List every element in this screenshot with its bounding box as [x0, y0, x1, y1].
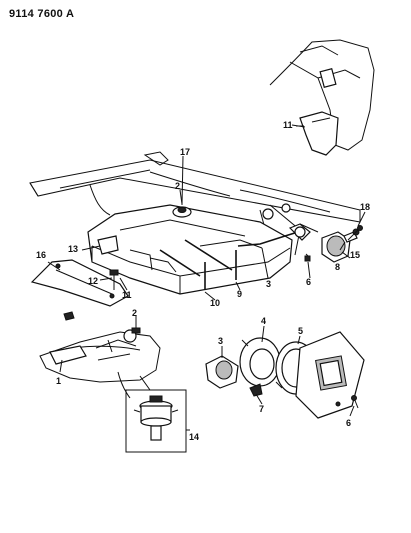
callout-6-lower: 6 — [346, 418, 351, 428]
body-panel-inset — [269, 39, 375, 151]
callout-16: 16 — [36, 250, 46, 260]
callout-7: 7 — [259, 404, 264, 414]
callout-11-inset: 11 — [283, 120, 293, 130]
callout-1: 1 — [56, 376, 61, 386]
callout-5: 5 — [298, 326, 303, 336]
callout-3-upper: 3 — [266, 279, 271, 289]
bolt-2-lower — [131, 318, 141, 334]
callout-9: 9 — [237, 289, 242, 299]
callout-13: 13 — [68, 244, 78, 254]
callout-11-main: 11 — [122, 290, 132, 300]
tank-straps — [204, 250, 237, 290]
filler-tube — [288, 223, 319, 241]
floor-section-lower — [39, 329, 161, 399]
fuel-pump-detail-box — [125, 375, 187, 453]
sender-unit-3 — [205, 355, 239, 389]
diagram-code: 9114 7600 A — [9, 8, 75, 20]
nut-shield — [63, 311, 75, 321]
callout-10: 10 — [210, 298, 220, 308]
callout-labels: 17 2 11 18 15 8 6 3 9 10 13 16 12 11 2 1… — [36, 120, 370, 442]
callout-14: 14 — [189, 432, 199, 442]
screw-18 — [347, 225, 363, 241]
callout-2-upper: 2 — [175, 181, 180, 191]
bracket-7 — [249, 383, 263, 397]
leader-lines — [47, 124, 366, 431]
heat-shield-16 — [30, 259, 129, 307]
callout-15: 15 — [350, 250, 360, 260]
callout-4: 4 — [261, 316, 266, 326]
bracket-13 — [97, 235, 119, 255]
callout-18: 18 — [360, 202, 370, 212]
shield-piece-11 — [296, 111, 339, 156]
callout-12: 12 — [88, 276, 98, 286]
callout-2-lower: 2 — [132, 308, 137, 318]
screw-6-lower — [351, 395, 359, 409]
callout-17: 17 — [180, 147, 190, 157]
callout-6-upper: 6 — [306, 277, 311, 287]
lock-ring-4 — [239, 337, 283, 389]
screw-6-upper — [304, 253, 311, 262]
callout-8: 8 — [335, 262, 340, 272]
tank-opening-panel — [295, 331, 365, 419]
bolt-12 — [109, 269, 119, 290]
callout-3-lower: 3 — [218, 336, 223, 346]
